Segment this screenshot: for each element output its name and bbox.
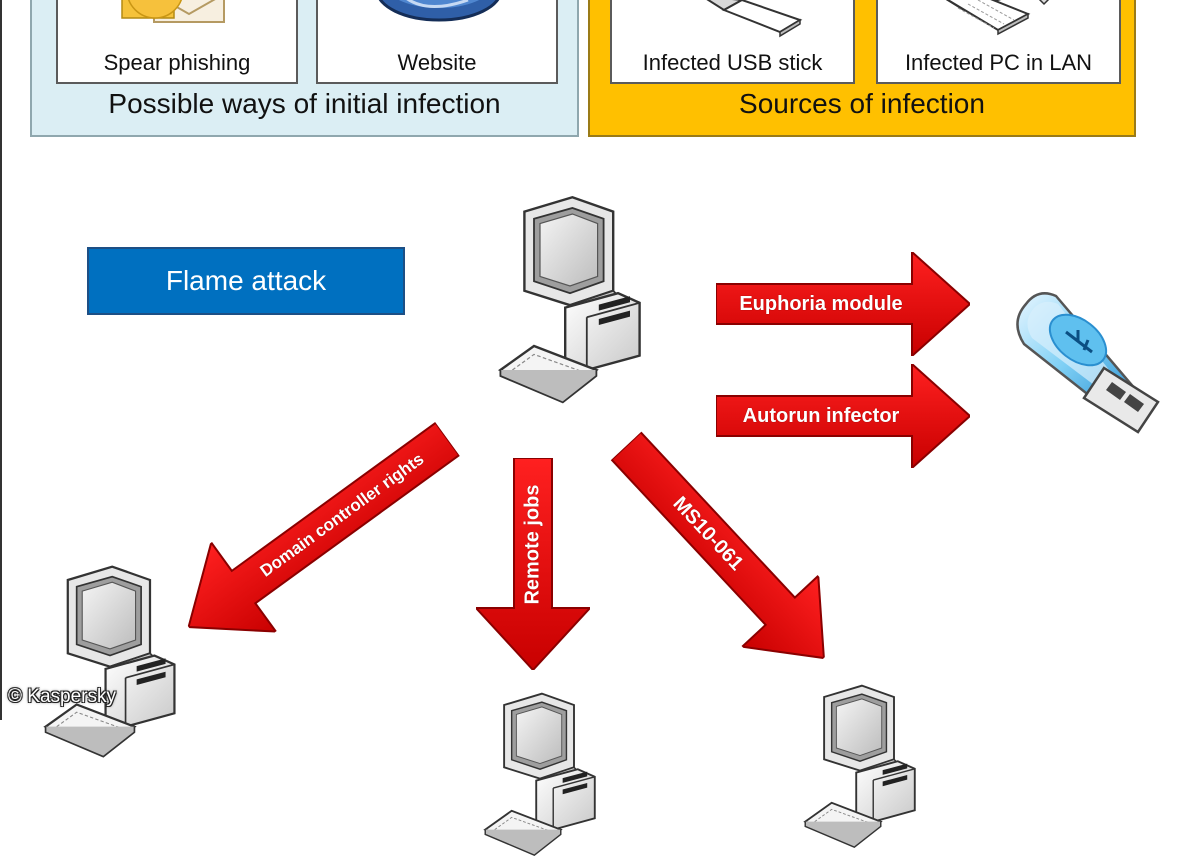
image-frame-edge xyxy=(0,0,2,720)
sources-of-infection-panel: Infected USB stick Infected PC in LAN So… xyxy=(588,0,1136,137)
email-icon xyxy=(58,0,296,46)
website-card: Website xyxy=(316,0,558,84)
domain-controller-rights-arrow: Domain controller rights xyxy=(156,394,480,671)
infected-usb-label: Infected USB stick xyxy=(642,50,823,75)
initial-infection-caption: Possible ways of initial infection xyxy=(108,88,501,119)
usb-stick-icon xyxy=(612,0,853,46)
flame-attack-label-box: Flame attack xyxy=(87,247,405,315)
sources-of-infection-caption: Sources of infection xyxy=(739,88,985,119)
infected-pc-card: Infected PC in LAN xyxy=(876,0,1121,84)
spear-phishing-label: Spear phishing xyxy=(103,50,251,75)
remote-jobs-computer-icon xyxy=(484,692,596,857)
remote-jobs-arrow: Remote jobs xyxy=(476,458,590,670)
autorun-infector-arrow: Autorun infector xyxy=(716,364,970,468)
pc-icon xyxy=(878,0,1119,46)
initial-infection-panel: Spear phishing Website Possible ways of … xyxy=(30,0,579,137)
ms10-061-arrow: MS10-061 xyxy=(588,410,862,693)
remote-jobs-label: Remote jobs xyxy=(521,483,544,605)
infected-pc-label: Infected PC in LAN xyxy=(904,50,1093,75)
euphoria-module-label: Euphoria module xyxy=(739,292,903,315)
ms10-061-computer-icon xyxy=(804,684,916,849)
website-label: Website xyxy=(397,50,477,75)
autorun-infector-label: Autorun infector xyxy=(742,404,900,427)
copyright-watermark: © Kaspersky xyxy=(8,686,116,707)
usb-stick-icon xyxy=(1016,292,1160,434)
flame-attack-label: Flame attack xyxy=(165,265,327,296)
central-computer-icon xyxy=(499,195,641,404)
infected-usb-card: Infected USB stick xyxy=(610,0,855,84)
globe-icon xyxy=(318,0,556,46)
euphoria-module-arrow: Euphoria module xyxy=(716,252,970,356)
spear-phishing-card: Spear phishing xyxy=(56,0,298,84)
